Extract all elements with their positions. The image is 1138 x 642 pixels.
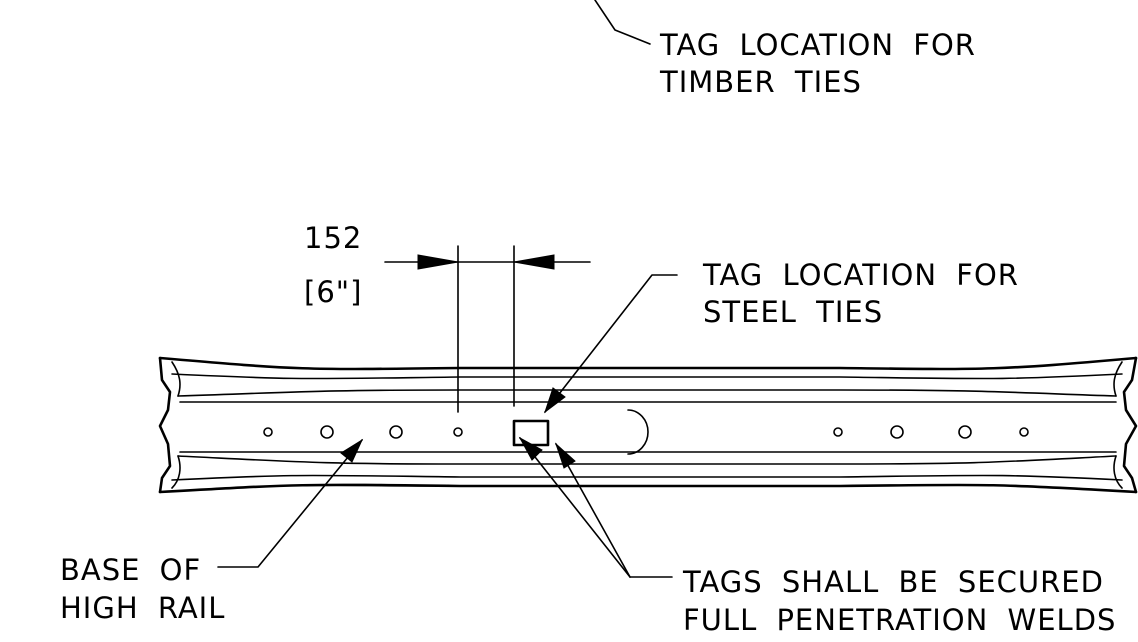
- hole: [320, 425, 334, 439]
- steel-tie-label-line2: STEEL TIES: [703, 295, 883, 329]
- base-of-rail-leader-arrow: [340, 438, 364, 463]
- plate-right-end: [1122, 356, 1138, 494]
- base-of-rail-leader: [217, 438, 364, 568]
- plate-top-flange-line1: [171, 373, 1123, 380]
- plate-bottom-flange-line1: [171, 474, 1123, 481]
- plate-right-edge-detail: [1113, 361, 1123, 489]
- rail-tie-plate: [158, 356, 1138, 494]
- plate-semicircle-cutout: [627, 409, 649, 455]
- hole: [890, 425, 904, 439]
- hole: [263, 427, 273, 437]
- weld-leader-right-arrow: [554, 442, 576, 469]
- weld-note-leaders: [518, 436, 673, 578]
- dimension-arrow-left: [417, 254, 459, 270]
- plate-top-edge: [158, 356, 1138, 371]
- spacing-dimension: [384, 245, 591, 413]
- dimension-metric-label: 152: [304, 221, 362, 255]
- hole: [389, 425, 403, 439]
- plate-bottom-edge: [158, 483, 1138, 494]
- timber-tie-leader: [594, 0, 651, 45]
- weld-leader-left: [519, 437, 631, 578]
- timber-tie-label-line1: TAG LOCATION FOR: [659, 28, 976, 62]
- plate-top-flange-line2: [177, 389, 1117, 397]
- weld-note-line1: TAGS SHALL BE SECURED: [682, 565, 1104, 599]
- weld-leader-right: [555, 443, 631, 578]
- dimension-imperial-label: [6"]: [304, 275, 362, 309]
- plate-left-end: [158, 356, 172, 494]
- hole: [958, 425, 972, 439]
- base-of-rail-label-line1: BASE OF: [60, 553, 201, 587]
- base-of-rail-label-line2: HIGH RAIL: [60, 591, 225, 625]
- tag-plate: [512, 419, 550, 447]
- weld-note-line2: FULL PENETRATION WELDS: [683, 603, 1116, 637]
- plate-left-edge-detail: [171, 361, 181, 489]
- timber-tie-label-line2: TIMBER TIES: [659, 65, 862, 99]
- hole: [453, 427, 463, 437]
- dimension-arrow-right: [513, 254, 555, 270]
- plate-bottom-flange-line2: [177, 455, 1117, 465]
- steel-tie-leader: [544, 274, 678, 414]
- hole: [1019, 427, 1029, 437]
- steel-tie-label-line1: TAG LOCATION FOR: [702, 258, 1019, 292]
- steel-tie-leader-arrow: [544, 387, 566, 414]
- hole: [833, 427, 843, 437]
- weld-leader-left-arrow: [518, 436, 543, 461]
